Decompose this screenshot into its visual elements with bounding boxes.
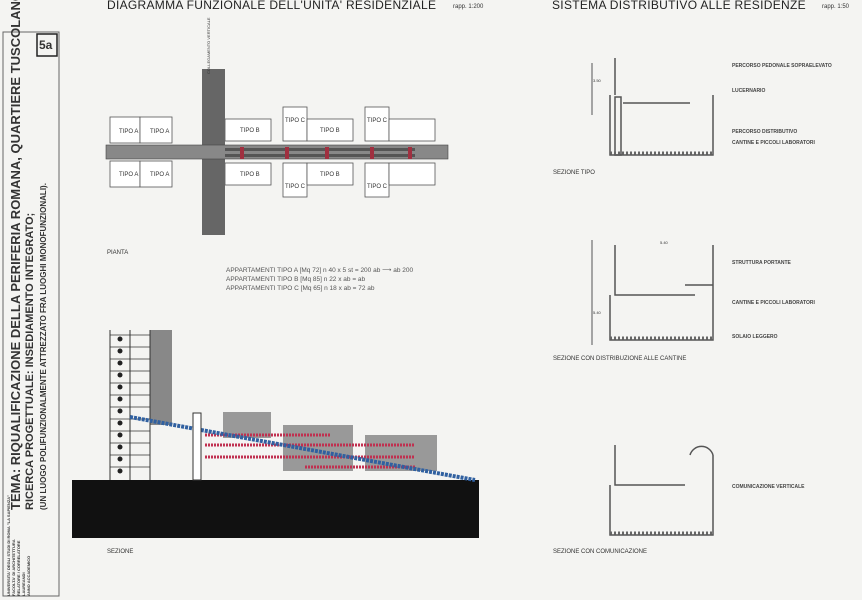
detail-caption: SEZIONE CON DISTRIBUZIONE ALLE CANTINE: [553, 356, 687, 362]
section-caption: SEZIONE: [107, 549, 134, 555]
credit-line: ANNO ACCADEMICO: [26, 555, 31, 596]
type-c-label: TIPO C: [367, 184, 388, 190]
core-dot: [117, 360, 123, 366]
dimension-label: 5.40: [593, 310, 601, 315]
type-a-label: TIPO A: [119, 172, 139, 178]
credits: UNIVERSITA' DEGLI STUDI DI ROMA "LA SAPI…: [6, 495, 31, 596]
note: CANTINE E PICCOLI LABORATORI: [732, 140, 815, 146]
table-row: APPARTAMENTI TIPO A [Mq 72] n 40 x 5 st …: [226, 267, 414, 274]
type-a-label: TIPO A: [119, 129, 139, 135]
left-title: DIAGRAMMA FUNZIONALE DELL'UNITA' RESIDEN…: [107, 0, 437, 12]
type-b-label: TIPO B: [320, 172, 340, 178]
core-dot: [117, 456, 123, 462]
note: PERCORSO PEDONALE SOPRAELEVATO: [732, 63, 832, 69]
right-scale: rapp. 1:50: [822, 4, 850, 10]
core-dot: [117, 372, 123, 378]
core-dot: [117, 336, 123, 342]
detail-sections: [591, 58, 714, 536]
core-dot: [117, 468, 123, 474]
subtitle: (UN LUOGO POLIFUNZIONALMENTE ATTREZZATO …: [39, 183, 48, 510]
note: CANTINE E PICCOLI LABORATORI: [732, 300, 815, 306]
apartment-table: APPARTAMENTI TIPO A [Mq 72] n 40 x 5 st …: [226, 266, 413, 293]
detail-caption: SEZIONE TIPO: [553, 170, 595, 176]
core-dot: [117, 432, 123, 438]
type-b-label: TIPO B: [320, 128, 340, 134]
ricerca-title: RICERCA PROGETTUALE: INSEDIAMENTO INTEGR…: [24, 212, 36, 510]
dimension-label: 5.40: [660, 240, 668, 245]
title-block: 5a TEMA: RIQUALIFICAZIONE DELLA PERIFERI…: [2, 0, 62, 598]
type-c-label: TIPO C: [367, 118, 388, 124]
dimension-label: 3.50: [593, 78, 601, 83]
table-row: APPARTAMENTI TIPO C [Mq 65] n 18 x ab = …: [226, 285, 375, 292]
type-c-label: TIPO C: [285, 184, 306, 190]
type-b-label: TIPO B: [240, 172, 260, 178]
core-dot: [117, 444, 123, 450]
note: STRUTTURA PORTANTE: [732, 260, 791, 266]
type-c-label: TIPO C: [285, 118, 306, 124]
sheet-number: 5a: [39, 38, 53, 52]
core-dot: [117, 384, 123, 390]
tema-title: TEMA: RIQUALIFICAZIONE DELLA PERIFERIA R…: [8, 0, 23, 510]
right-title: SISTEMA DISTRIBUTIVO ALLE RESIDENZE: [552, 0, 806, 12]
title-block-frame: [2, 31, 60, 597]
section-drawing: [72, 330, 479, 538]
tower-label: COLLEGAMENTO VERTICALE: [206, 17, 211, 74]
type-a-label: TIPO A: [150, 172, 170, 178]
core-dot: [117, 408, 123, 414]
core-dot: [117, 396, 123, 402]
detail-caption: SEZIONE CON COMUNICAZIONE: [553, 549, 648, 555]
plan-caption: PIANTA: [107, 250, 129, 256]
type-b-label: TIPO B: [240, 128, 260, 134]
note: PERCORSO DISTRIBUTIVO: [732, 129, 798, 135]
type-a-label: TIPO A: [150, 129, 170, 135]
note: LUCERNARIO: [732, 88, 766, 94]
core-dot: [117, 348, 123, 354]
left-scale: rapp. 1:200: [453, 4, 484, 10]
note: COMUNICAZIONE VERTICALE: [732, 484, 805, 490]
plan-drawing: [105, 69, 449, 235]
table-row: APPARTAMENTI TIPO B [Mq 85] n 22 x ab = …: [226, 276, 366, 283]
core-dot: [117, 420, 123, 426]
note: SOLAIO LEGGERO: [732, 334, 778, 340]
